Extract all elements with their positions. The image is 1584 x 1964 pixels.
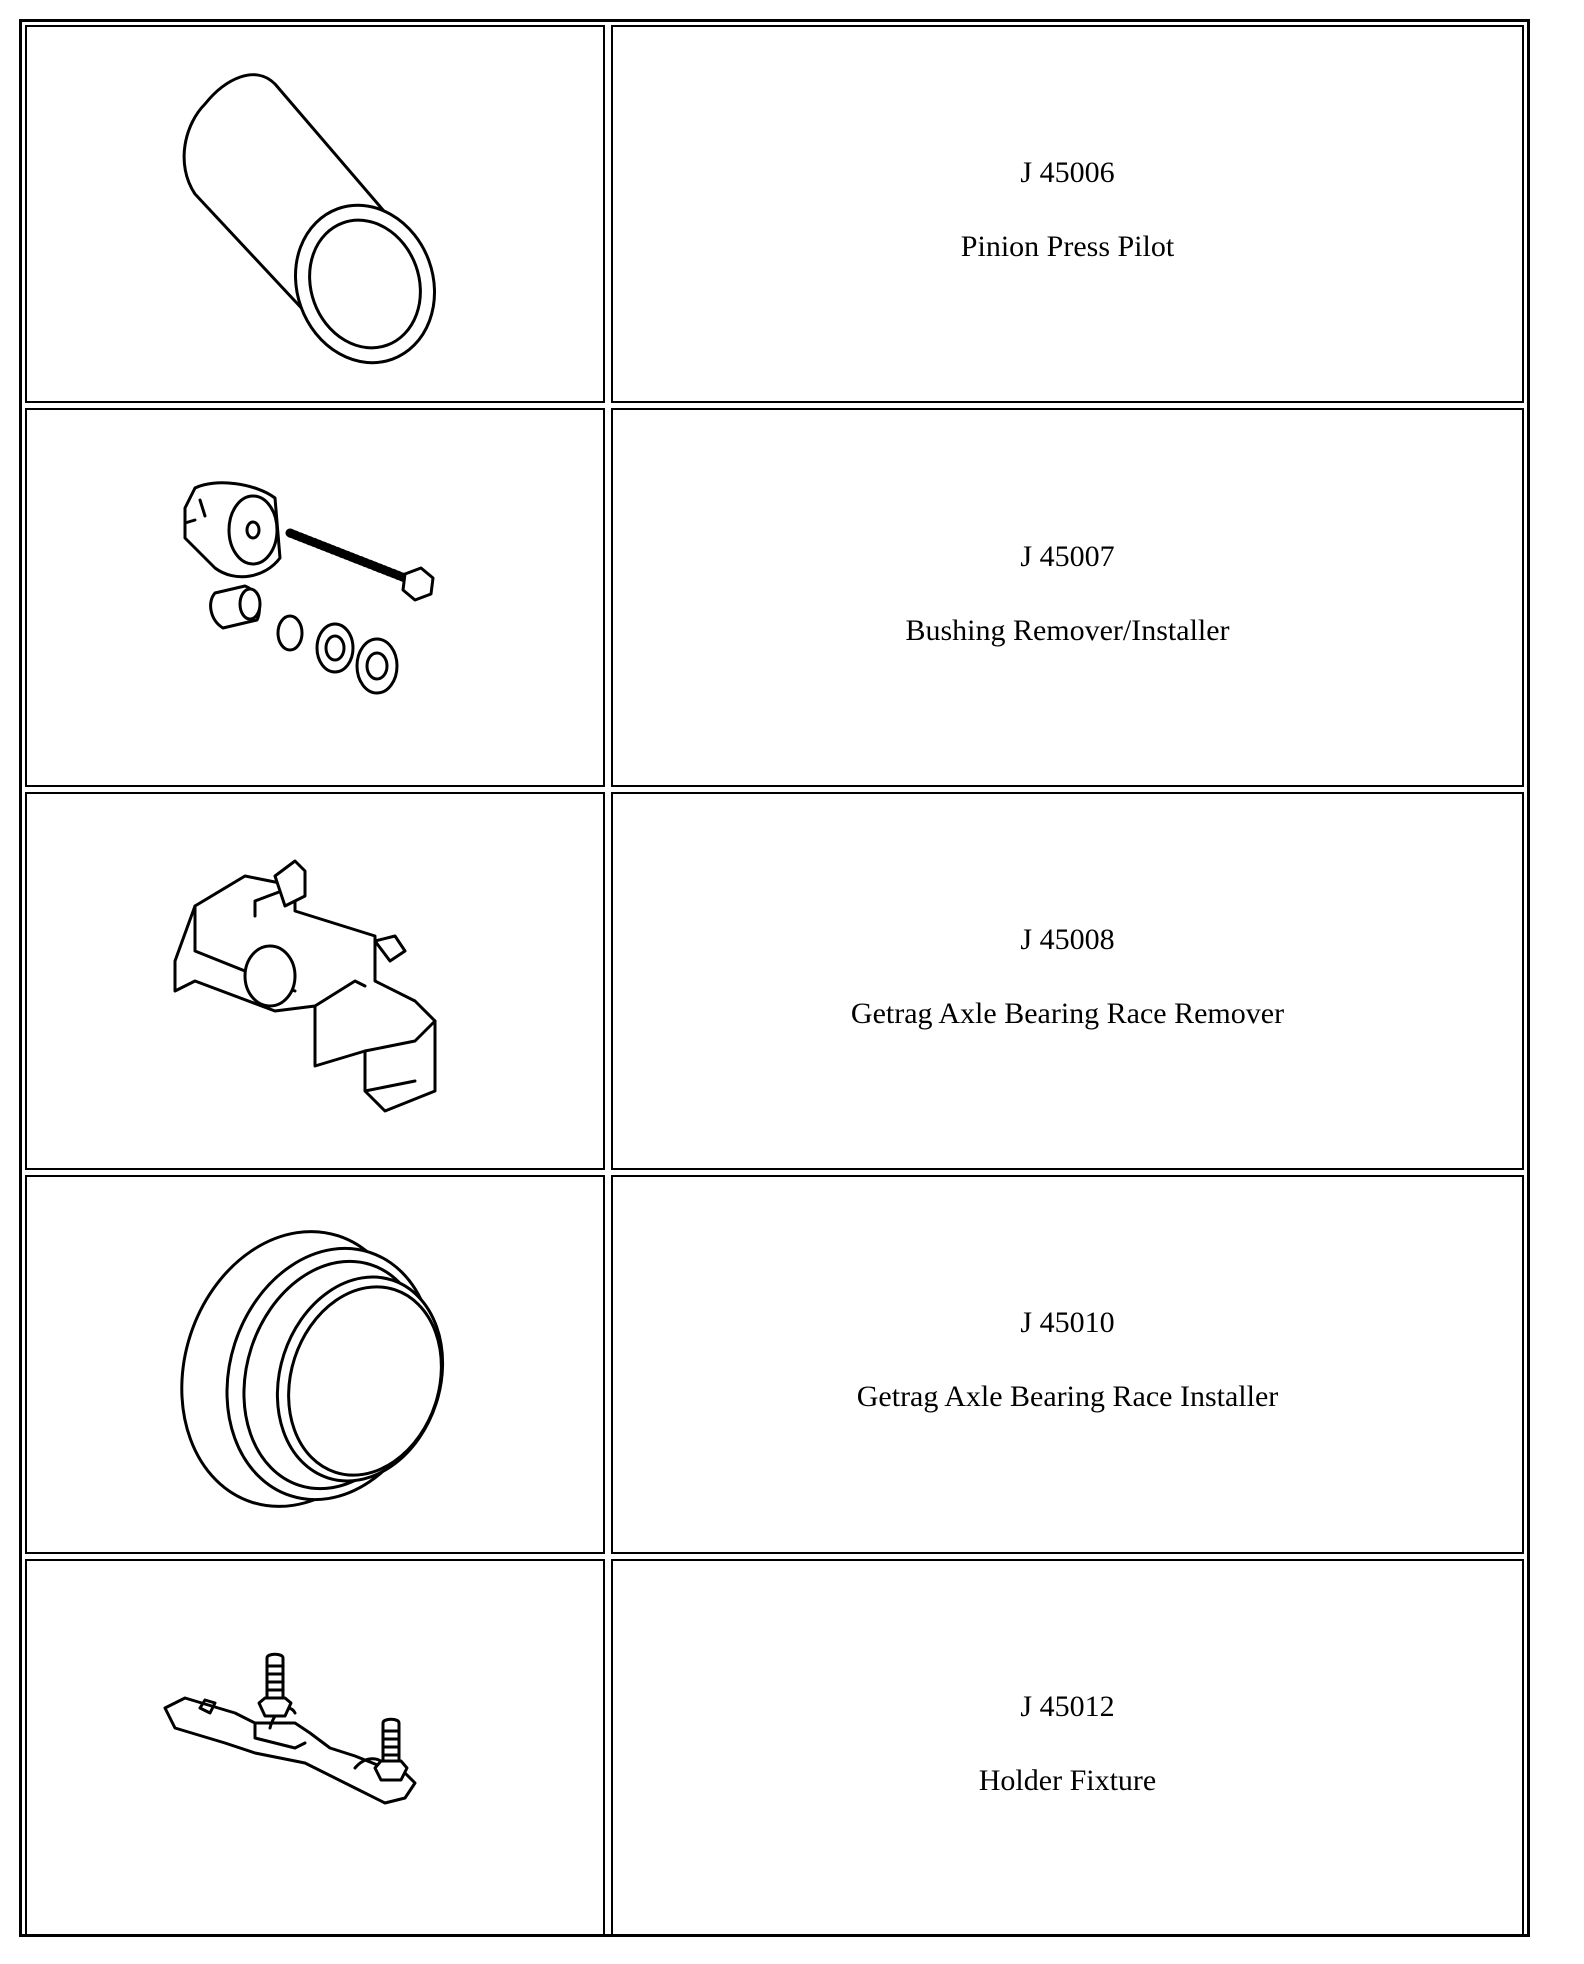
tool-name: Getrag Axle Bearing Race Remover [850, 996, 1285, 1030]
tool-number: J 45012 [1020, 1689, 1115, 1723]
tool-name: Pinion Press Pilot [960, 230, 1175, 264]
race-installer-icon [180, 1230, 445, 1509]
tool-description-cell: J 45008 Getrag Axle Bearing Race Remover [611, 791, 1524, 1171]
tool-number: J 45006 [1020, 156, 1115, 190]
table-row: J 45010 Getrag Axle Bearing Race Install… [25, 1175, 1524, 1554]
tool-description-cell: J 45007 Bushing Remover/Installer [611, 408, 1524, 787]
tool-illustration-cell [25, 1558, 605, 1937]
tool-number: J 45008 [1020, 922, 1115, 956]
tool-illustration-cell [25, 791, 605, 1171]
table-row: J 45012 Holder Fixture [25, 1558, 1524, 1937]
tool-illustration-cell [25, 1175, 605, 1554]
tool-description-cell: J 45006 Pinion Press Pilot [611, 25, 1524, 404]
bushing-kit-icon [183, 480, 435, 695]
special-tools-table: J 45006 Pinion Press Pilot [19, 19, 1530, 1937]
tool-illustration-cell [25, 25, 605, 404]
table-row: J 45008 Getrag Axle Bearing Race Remover [25, 791, 1524, 1171]
tool-number: J 45007 [1020, 539, 1115, 573]
tool-illustration-cell [25, 408, 605, 787]
table-row: J 45006 Pinion Press Pilot [25, 25, 1524, 404]
tool-name: Holder Fixture [978, 1763, 1157, 1797]
tool-description-cell: J 45010 Getrag Axle Bearing Race Install… [611, 1175, 1524, 1554]
holder-fixture-icon [163, 1652, 417, 1805]
tube-icon [182, 73, 437, 365]
tool-number: J 45010 [1020, 1306, 1115, 1340]
tool-name: Getrag Axle Bearing Race Installer [856, 1380, 1279, 1414]
race-remover-icon [173, 859, 437, 1113]
tool-description-cell: J 45012 Holder Fixture [611, 1558, 1524, 1937]
table-row: J 45007 Bushing Remover/Installer [25, 408, 1524, 787]
tool-name: Bushing Remover/Installer [905, 613, 1230, 647]
